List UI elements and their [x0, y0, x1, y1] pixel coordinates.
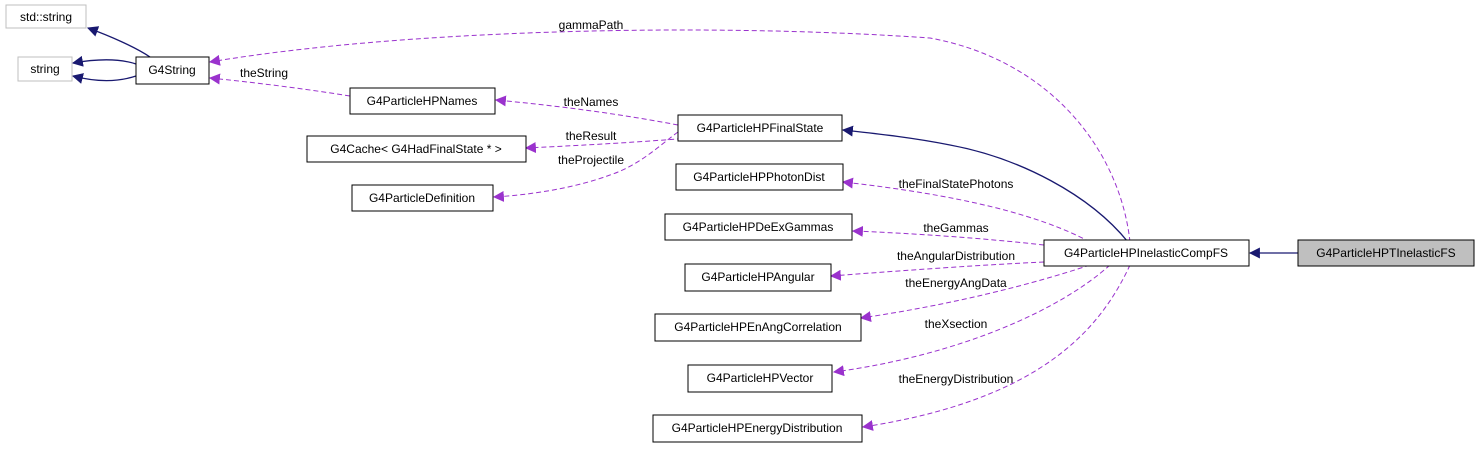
edge-thestring	[208, 73, 351, 97]
node-string[interactable]: string	[17, 56, 73, 82]
svg-text:G4ParticleHPPhotonDist: G4ParticleHPPhotonDist	[693, 170, 825, 184]
node-g4particledefinition[interactable]: G4ParticleDefinition	[351, 184, 494, 212]
edge-label-theenergyangdata: theEnergyAngData	[905, 276, 1007, 290]
edge-g4string-to-std-string	[86, 26, 151, 58]
svg-text:G4ParticleHPAngular: G4ParticleHPAngular	[701, 270, 814, 284]
edge-gammapath	[208, 29, 1131, 243]
edge-thenames	[494, 95, 679, 126]
edge-label-thegammas: theGammas	[923, 221, 988, 235]
edge-label-gammapath: gammaPath	[559, 18, 624, 32]
edge-theprojectile	[492, 131, 679, 202]
edge-theenergydistribution	[861, 264, 1131, 431]
edge-theenergyangdata	[859, 264, 1091, 323]
node-std-string[interactable]: std::string	[5, 4, 87, 29]
svg-text:G4ParticleHPInelasticCompFS: G4ParticleHPInelasticCompFS	[1064, 246, 1228, 260]
edge-label-theprojectile: theProjectile	[558, 153, 624, 167]
svg-text:G4String: G4String	[148, 63, 195, 77]
node-g4particlehpnames[interactable]: G4ParticleHPNames	[349, 87, 496, 115]
node-g4particlehpangular[interactable]: G4ParticleHPAngular	[684, 263, 832, 292]
svg-text:G4ParticleHPEnAngCorrelation: G4ParticleHPEnAngCorrelation	[674, 320, 841, 334]
svg-text:G4ParticleHPTInelasticFS: G4ParticleHPTInelasticFS	[1316, 246, 1455, 260]
edge-label-thexsection: theXsection	[925, 317, 988, 331]
node-g4particlehpenergydistribution[interactable]: G4ParticleHPEnergyDistribution	[652, 414, 863, 443]
edge-label-thefinalstatephotons: theFinalStatePhotons	[899, 177, 1014, 191]
svg-text:G4ParticleHPFinalState: G4ParticleHPFinalState	[697, 121, 824, 135]
edge-thexsection	[832, 264, 1111, 377]
node-g4string[interactable]: G4String	[135, 56, 210, 85]
edge-g4string-to-string-lower	[71, 73, 137, 84]
svg-text:G4ParticleHPVector: G4ParticleHPVector	[707, 371, 814, 385]
edge-theangulardistribution	[829, 261, 1045, 281]
node-g4particlehpfinalstate[interactable]: G4ParticleHPFinalState	[677, 114, 843, 142]
svg-text:G4ParticleHPNames: G4ParticleHPNames	[367, 94, 478, 108]
node-g4particlehptinelasticfs[interactable]: G4ParticleHPTInelasticFS	[1297, 239, 1475, 267]
edge-label-theangulardistribution: theAngularDistribution	[897, 249, 1015, 263]
node-g4particlehpinelasticcompfs[interactable]: G4ParticleHPInelasticCompFS	[1043, 239, 1250, 267]
edge-theresult	[524, 137, 691, 154]
svg-text:string: string	[30, 62, 59, 76]
node-g4cache[interactable]: G4Cache< G4HadFinalState * >	[306, 135, 527, 163]
svg-text:G4ParticleHPDeExGammas: G4ParticleHPDeExGammas	[683, 220, 834, 234]
edge-inelasticcomp-to-finalstate	[841, 125, 1129, 243]
node-g4particlehpphotondist[interactable]: G4ParticleHPPhotonDist	[675, 163, 844, 191]
svg-text:G4Cache< G4HadFinalState * >: G4Cache< G4HadFinalState * >	[330, 142, 501, 156]
edge-thefinalstatephotons	[841, 177, 1091, 243]
edge-label-thestring: theString	[240, 66, 288, 80]
node-g4particlehpvector[interactable]: G4ParticleHPVector	[687, 364, 833, 393]
edge-label-thenames: theNames	[564, 95, 619, 109]
node-g4particlehpdeexgammas[interactable]: G4ParticleHPDeExGammas	[664, 213, 853, 241]
node-g4particlehpenangcorrelation[interactable]: G4ParticleHPEnAngCorrelation	[654, 313, 862, 342]
svg-text:G4ParticleDefinition: G4ParticleDefinition	[369, 191, 475, 205]
edge-thegammas	[851, 225, 1045, 246]
edge-label-theenergydistribution: theEnergyDistribution	[899, 372, 1014, 386]
edge-g4string-to-string-upper	[71, 55, 137, 67]
svg-text:G4ParticleHPEnergyDistribution: G4ParticleHPEnergyDistribution	[672, 421, 843, 435]
edge-label-theresult: theResult	[566, 129, 617, 143]
svg-text:std::string: std::string	[20, 10, 72, 24]
